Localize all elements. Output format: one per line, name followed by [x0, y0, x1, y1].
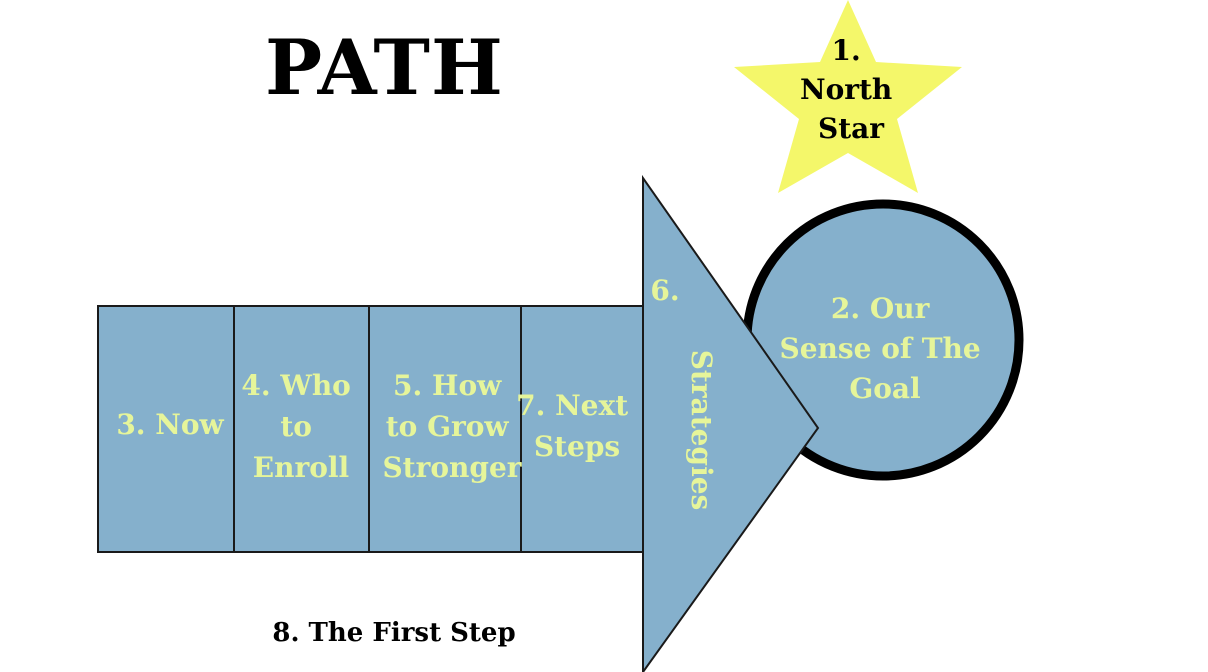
first-step-label: 8. The First Step: [272, 618, 515, 648]
step-grow-line-1: 5. How: [393, 369, 502, 402]
step-enroll-line-1: 4. Who: [241, 369, 350, 402]
step-enroll-line-2: to: [280, 410, 312, 443]
diagram-title: PATH: [265, 23, 504, 112]
step-grow-line-3: Stronger: [382, 451, 522, 484]
north-star-line-3: Star: [818, 112, 885, 145]
step-now-line-1: 3. Now: [116, 408, 224, 441]
step-box-who-to-enroll: [233, 305, 370, 553]
step-label-now: 3. Now: [116, 408, 224, 441]
north-star-shape: [734, 0, 962, 193]
goal-line-1: 2. Our: [831, 292, 931, 325]
north-star-line-2: North: [800, 73, 892, 106]
step-next-line-2: Steps: [534, 430, 620, 463]
strategies-arrowhead: [642, 174, 820, 672]
step-box-now: [97, 305, 235, 553]
strategies-label: Strategies: [685, 350, 718, 511]
step-grow-line-2: to Grow: [386, 410, 510, 443]
step-next-line-1: 7. Next: [516, 389, 628, 422]
north-star-label: 1. North Star: [800, 34, 902, 145]
goal-label: 2. Our Sense of The Goal: [780, 292, 991, 405]
step-label-who-to-enroll: 4. Who to Enroll: [241, 369, 360, 484]
step-label-how-to-grow: 5. How to Grow Stronger: [382, 369, 522, 484]
goal-line-3: Goal: [849, 372, 920, 405]
step-label-next-steps: 7. Next Steps: [516, 389, 638, 463]
goal-line-2: Sense of The: [780, 332, 981, 365]
step-enroll-line-3: Enroll: [253, 451, 349, 484]
north-star-line-1: 1.: [832, 34, 861, 67]
strategies-number: 6.: [650, 274, 679, 307]
step-box-next-steps: [520, 305, 647, 553]
